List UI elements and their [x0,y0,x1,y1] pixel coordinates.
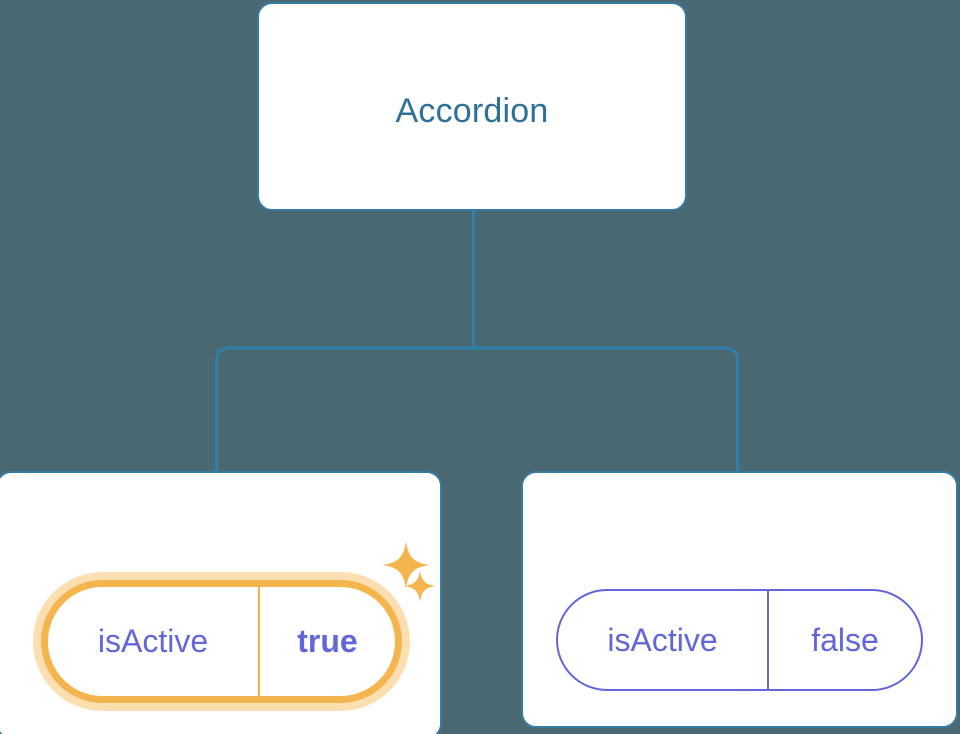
prop-value-true: true [297,623,358,659]
prop-key-isactive: isActive [48,587,260,696]
connector-branch-bar [215,346,739,472]
prop-pill-isactive-false[interactable]: isActive false [556,589,923,691]
prop-pill-highlight-glow: isActive true [33,572,410,711]
prop-pill-highlight-ring: isActive true [41,580,402,703]
prop-key-isactive: isActive [558,591,769,689]
prop-value-false: false [811,621,879,658]
prop-pill-isactive-true[interactable]: isActive true [48,587,395,696]
node-accordion-title: Accordion [395,92,549,130]
node-accordion[interactable]: Accordion [257,2,687,211]
